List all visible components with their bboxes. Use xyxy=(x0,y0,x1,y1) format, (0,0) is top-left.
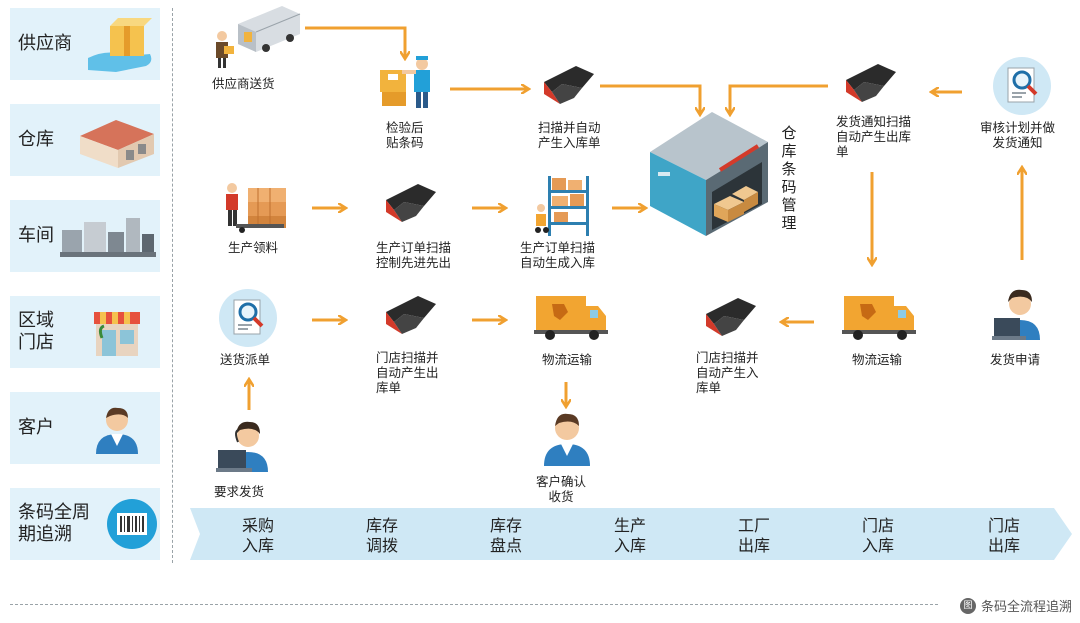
label-supplier-delivery: 供应商送货 xyxy=(212,76,275,91)
warehouse-center-icon xyxy=(650,112,768,236)
barcode-scanner-icon xyxy=(544,66,594,104)
process-step-chevron xyxy=(440,508,590,560)
barcode-scanner-icon xyxy=(386,184,436,222)
category-customer: 客户 xyxy=(10,392,160,464)
label-scan-inbound: 扫描并自动 产生入库单 xyxy=(538,120,601,150)
category-label: 客户 xyxy=(18,417,54,438)
label-request-delivery: 要求发货 xyxy=(214,484,265,499)
delivery-truck-icon xyxy=(842,296,916,340)
category-warehouse: 仓库 xyxy=(10,104,160,176)
document-search-icon xyxy=(219,289,277,347)
factory-machinery-icon xyxy=(60,218,156,257)
process-step-chevron xyxy=(812,508,962,560)
process-step-stock-count: 库存 盘点 xyxy=(489,516,522,555)
delivery-truck-icon xyxy=(534,296,608,340)
category-barcode-trace: 条码全周 期追溯 xyxy=(10,488,160,560)
category-supplier: 供应商 xyxy=(10,8,160,80)
figure-caption: 图 条码全流程追溯 xyxy=(959,596,1072,615)
category-label: 供应商 xyxy=(18,33,72,54)
storage-shelf-icon xyxy=(535,176,589,236)
process-step-purchase-inbound: 采购 入库 xyxy=(241,516,274,555)
category-label: 条码全周 期追溯 xyxy=(18,502,90,545)
category-workshop: 车间 xyxy=(10,200,160,272)
delivery-van-icon xyxy=(216,6,301,68)
barcode-scanner-icon xyxy=(706,298,756,336)
label-delivery-request: 发货申请 xyxy=(990,352,1041,367)
process-step-store-outbound: 门店 出库 xyxy=(987,516,1020,555)
label-logistics-left: 物流运输 xyxy=(542,352,593,367)
document-search-icon xyxy=(993,57,1051,115)
storefront-icon xyxy=(94,312,140,356)
label-customer-confirm: 客户确认 收货 xyxy=(536,474,587,504)
process-step-chevron xyxy=(316,508,466,560)
barcode-scanner-icon xyxy=(846,64,896,102)
label-order-scan-inbound: 生产订单扫描 自动生成入库 xyxy=(520,240,596,270)
label-production-pick: 生产领料 xyxy=(228,240,279,255)
label-store-scan-inbound: 门店扫描并 自动产生入 库单 xyxy=(696,350,759,395)
process-step-chevron xyxy=(190,508,340,560)
process-step-factory-outbound: 工厂 出库 xyxy=(737,516,770,555)
barcode-circle-icon xyxy=(107,499,157,549)
process-step-chevron xyxy=(936,508,1072,560)
process-step-chevron xyxy=(688,508,838,560)
arrow-scan-to-warehouse xyxy=(600,84,700,114)
label-warehouse-center: 仓 库 条 码 管 理 xyxy=(781,124,797,232)
process-step-production-inbound: 生产 入库 xyxy=(613,516,646,555)
process-step-chevron xyxy=(564,508,714,560)
person-laptop-icon xyxy=(216,421,268,472)
label-delivery-dispatch: 送货派单 xyxy=(220,352,271,367)
process-step-stock-transfer: 库存 调拨 xyxy=(365,516,398,555)
hand-box-icon xyxy=(88,18,152,72)
footer-divider xyxy=(10,604,938,605)
customer-person-icon xyxy=(96,407,138,454)
warehouse-building-icon xyxy=(80,120,154,168)
label-order-scan-fifo: 生产订单扫描 控制先进先出 xyxy=(376,240,452,270)
label-logistics-right: 物流运输 xyxy=(852,352,903,367)
label-store-scan-outbound: 门店扫描并 自动产生出 库单 xyxy=(376,350,439,395)
barcode-scanner-icon xyxy=(386,296,436,334)
category-store: 区域 门店 xyxy=(10,296,160,368)
person-laptop-icon xyxy=(992,289,1040,340)
figure-icon: 图 xyxy=(959,597,976,614)
arrow-supplier-to-inspect xyxy=(305,26,405,58)
figure-caption-text: 条码全流程追溯 xyxy=(980,600,1072,615)
worker-labeling-icon xyxy=(380,56,430,108)
label-review-plan: 审核计划并做 发货通知 xyxy=(980,120,1056,150)
forklift-worker-icon xyxy=(226,183,286,233)
category-label: 区域 门店 xyxy=(18,310,54,353)
arrow-notice-to-warehouse xyxy=(730,84,828,114)
label-inspect-label: 检验后 贴条码 xyxy=(386,120,424,150)
category-label: 车间 xyxy=(18,225,54,246)
column-divider xyxy=(172,8,173,563)
label-ship-notice-scan: 发货通知扫描 自动产生出库 单 xyxy=(836,114,912,159)
customer-person-icon xyxy=(544,413,590,466)
process-step-store-inbound: 门店 入库 xyxy=(861,516,894,555)
category-label: 仓库 xyxy=(18,129,54,150)
